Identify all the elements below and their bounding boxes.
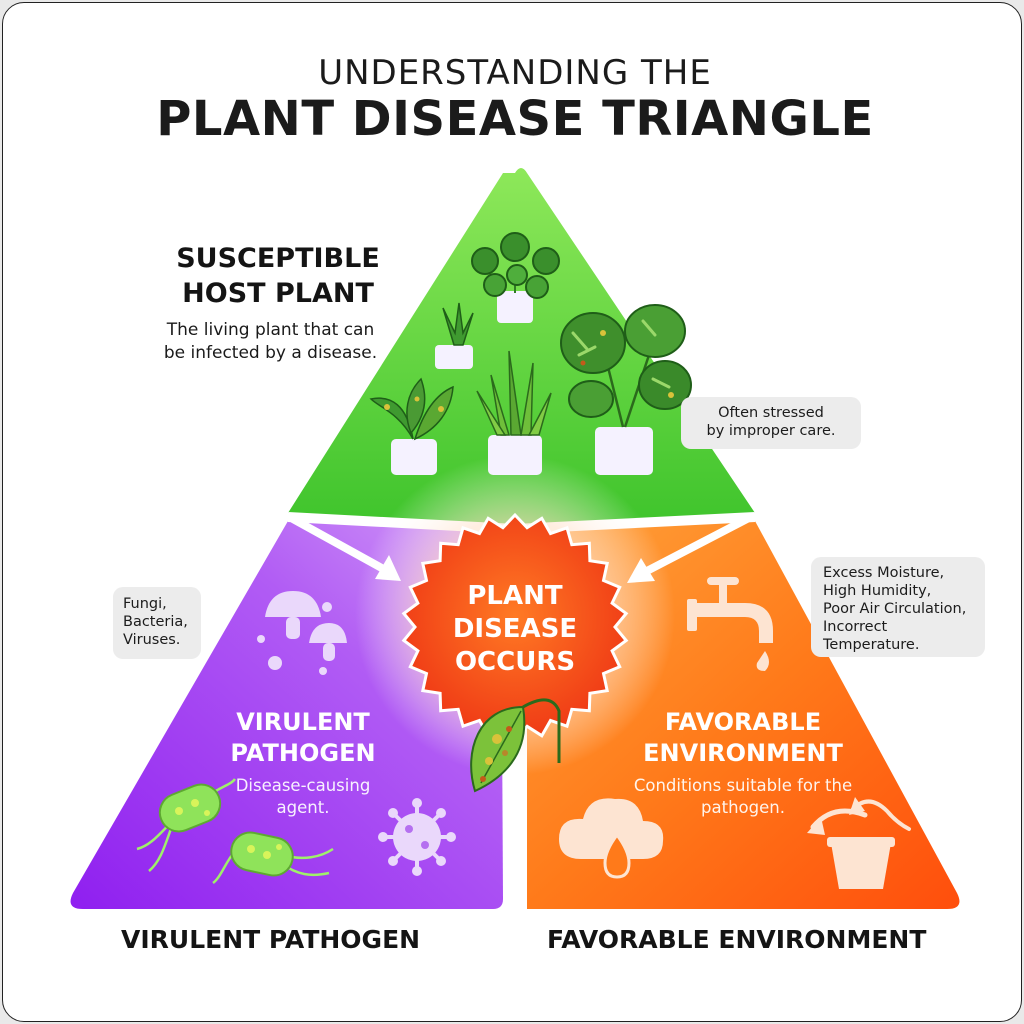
potted-plant-icon <box>471 232 560 323</box>
snake-plant-icon <box>476 350 552 475</box>
arrow-from-environment <box>627 515 751 583</box>
host-callout: Often stressed by improper care. <box>681 397 861 449</box>
diseased-leaf-icon <box>470 698 561 793</box>
environment-bottom-label: FAVORABLE ENVIRONMENT <box>547 925 927 954</box>
rain-cloud-icon <box>559 798 664 879</box>
environment-callout-text: Excess Moisture, High Humidity, Poor Air… <box>823 565 967 653</box>
environment-callout: Excess Moisture, High Humidity, Poor Air… <box>811 557 985 657</box>
water-faucet-icon <box>687 577 773 671</box>
pathogen-title: VIRULENT PATHOGEN <box>230 708 376 767</box>
mushroom-icon <box>257 591 347 675</box>
disease-triangle-diagram <box>70 168 960 909</box>
arrow-from-host <box>289 515 401 581</box>
pathogen-description: Disease-causing agent. <box>235 776 371 817</box>
environment-description: Conditions suitable for the pathogen. <box>633 776 853 817</box>
pothos-plant-icon <box>369 377 454 475</box>
flowerpot-airflow-icon <box>807 797 911 889</box>
center-label: PLANT DISEASE OCCURS <box>452 581 578 677</box>
page-title: PLANT DISEASE TRIANGLE <box>156 91 874 147</box>
virus-icon <box>378 798 456 876</box>
host-plant-title: SUSCEPTIBLE HOST PLANT <box>176 243 380 309</box>
arrow-from-pathogen <box>503 775 527 909</box>
bacteria-icon <box>136 778 334 884</box>
host-plant-description: The living plant that can be infected by… <box>163 320 378 363</box>
title-line-1: UNDERSTANDING THE <box>318 53 712 93</box>
pathogen-callout: Fungi, Bacteria, Viruses. <box>113 587 201 659</box>
pathogen-callout-text: Fungi, Bacteria, Viruses. <box>123 596 188 648</box>
environment-title: FAVORABLE ENVIRONMENT <box>643 708 843 767</box>
pathogen-bottom-label: VIRULENT PATHOGEN <box>121 925 421 954</box>
monstera-plant-icon <box>560 304 692 475</box>
host-callout-text: Often stressed by improper care. <box>706 405 836 439</box>
succulent-icon <box>435 302 474 369</box>
